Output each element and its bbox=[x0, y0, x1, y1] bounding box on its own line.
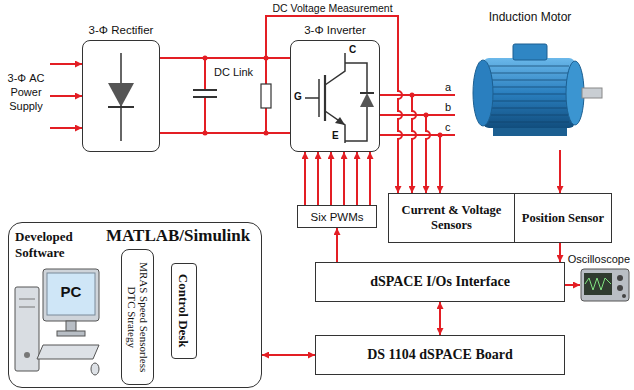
sensor-box: Current & Voltage Sensors bbox=[388, 193, 515, 243]
interface-box: dSPACE I/Os Interface bbox=[315, 262, 565, 302]
measurement-label: DC Voltage Measurement bbox=[265, 2, 400, 14]
signal-connector bbox=[559, 150, 561, 193]
control-desk-box: Control Desk bbox=[171, 263, 197, 359]
dc-link-capacitor bbox=[193, 90, 217, 97]
board-box: DS 1104 dSPACE Board bbox=[315, 335, 565, 375]
node-text: Six PWMs bbox=[310, 211, 363, 223]
motor-figure: Induction Motor bbox=[455, 30, 605, 150]
diode-symbol bbox=[83, 41, 161, 153]
pin-label: E bbox=[332, 130, 339, 141]
node-text: 3-Φ Rectifier bbox=[53, 24, 189, 36]
pin-label: G bbox=[294, 91, 302, 102]
node-subtext: PC bbox=[47, 283, 95, 300]
pwm-box: Six PWMs bbox=[297, 205, 377, 228]
supply-label: 3-Φ AC Power Supply bbox=[3, 72, 49, 113]
rectifier-box: 3-Φ Rectifier bbox=[82, 40, 160, 152]
phase-label: a bbox=[445, 81, 451, 93]
node-text: Current & Voltage Sensors bbox=[393, 203, 510, 233]
node-text: Oscilloscope bbox=[568, 253, 630, 265]
phase-label: b bbox=[445, 101, 451, 113]
ac-supply-arrows bbox=[50, 64, 82, 128]
pin-label: C bbox=[349, 44, 356, 55]
sensor-box: Position Sensor bbox=[515, 193, 612, 243]
node-text: MRAS Speed Sensorless DTC Strategy bbox=[122, 250, 152, 383]
node-text: Developed Software bbox=[15, 229, 95, 261]
node-text: 3-Φ Inverter bbox=[261, 24, 409, 36]
phase-label: c bbox=[445, 121, 451, 133]
signal-connector bbox=[565, 284, 580, 286]
oscilloscope-picture bbox=[580, 268, 630, 302]
signal-connector bbox=[160, 57, 290, 59]
motor-phase-wires bbox=[380, 95, 455, 193]
software-panel: MATLAB/SimulinkDeveloped SoftwarePCMRAS … bbox=[8, 222, 262, 388]
signal-connector bbox=[343, 152, 345, 205]
pwm-gate-arrows bbox=[305, 152, 370, 205]
strategy-box: MRAS Speed Sensorless DTC Strategy bbox=[121, 249, 154, 385]
signal-connector bbox=[439, 302, 441, 335]
signal-connector bbox=[336, 228, 338, 262]
induction-motor-picture bbox=[455, 30, 605, 150]
dc-link-label: DC Link bbox=[214, 66, 253, 78]
signal-connector bbox=[559, 243, 561, 262]
node-text: dSPACE I/Os Interface bbox=[370, 274, 510, 290]
signal-connector bbox=[380, 94, 455, 96]
dc-link-wiring bbox=[160, 58, 290, 133]
dc-voltage-measurement-wire bbox=[266, 16, 402, 193]
pc-node: Developed SoftwarePC bbox=[13, 227, 101, 385]
oscilloscope: Oscilloscope bbox=[580, 268, 630, 302]
node-text: DS 1104 dSPACE Board bbox=[367, 347, 513, 363]
node-text: Position Sensor bbox=[522, 211, 604, 226]
node-text: Control Desk bbox=[172, 264, 195, 357]
voltage-sensor-symbol bbox=[261, 84, 271, 108]
node-text: Induction Motor bbox=[455, 10, 605, 24]
signal-connector bbox=[262, 354, 315, 356]
node-text: MATLAB/Simulink bbox=[106, 226, 250, 246]
